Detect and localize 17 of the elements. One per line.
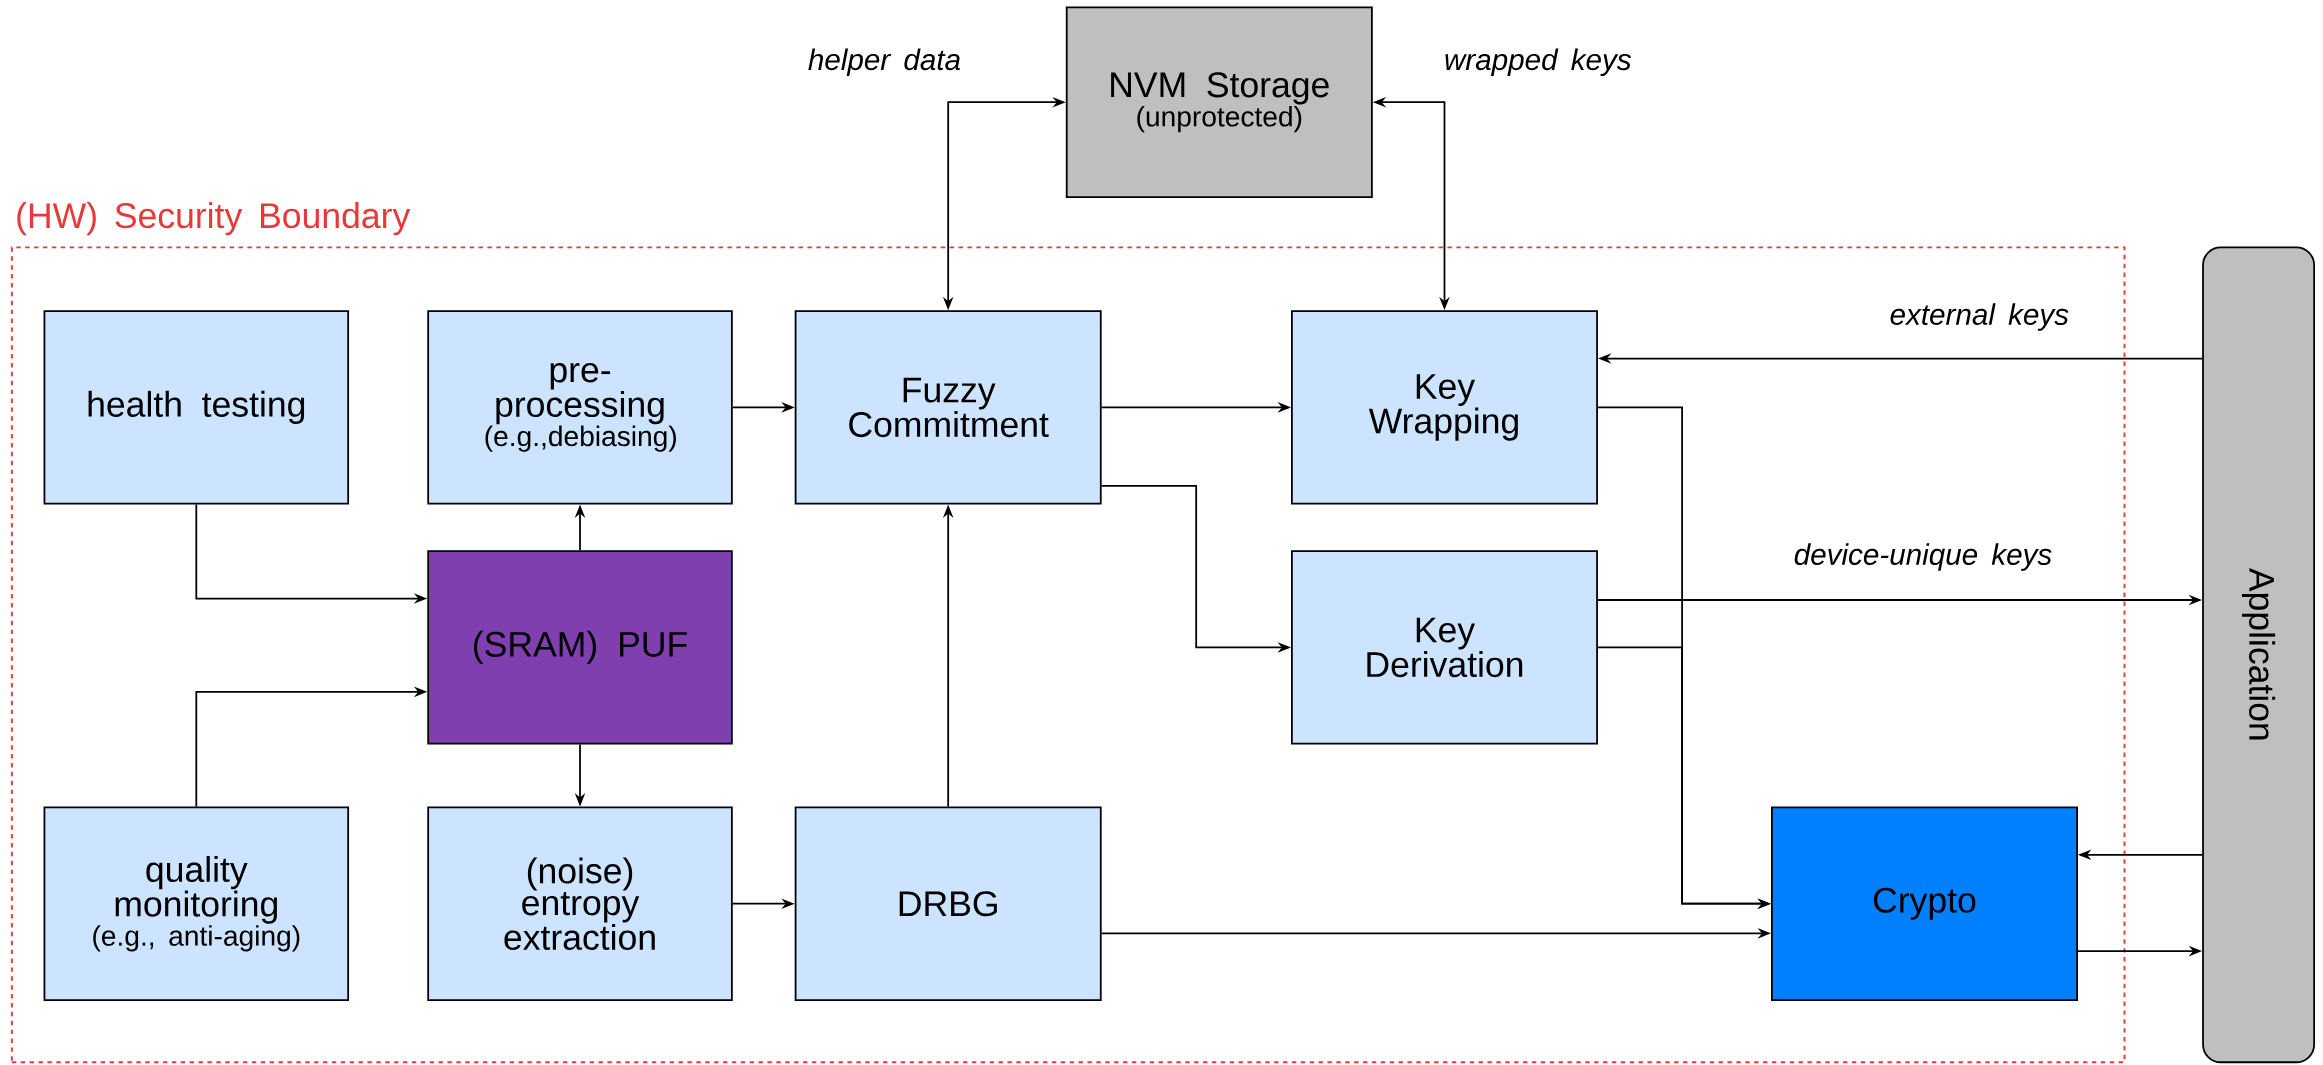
edge-label: helper data xyxy=(808,48,961,76)
process-box: quality monitoring (e.g., anti-aging) xyxy=(43,806,350,1001)
process-box: pre-processing (e.g.,debiasing) xyxy=(427,310,733,505)
edge-label: external keys xyxy=(1890,303,2069,331)
process-box: Fuzzy Commitment xyxy=(794,310,1102,505)
process-box: health testing xyxy=(43,310,350,505)
process-box: Key Derivation xyxy=(1291,550,1598,745)
edge-label: device-unique keys xyxy=(1794,543,2052,571)
process-box: DRBG xyxy=(794,806,1102,1001)
storage-box: NVM Storage (unprotected) xyxy=(1065,6,1373,198)
process-box: (noise) entropy extraction xyxy=(427,806,733,1001)
puf-box: (SRAM) PUF xyxy=(427,550,733,745)
edge-label: wrapped keys xyxy=(1445,48,1632,76)
process-box: Key Wrapping xyxy=(1291,310,1598,505)
application-bar: Application xyxy=(2202,246,2315,1064)
crypto-box: Crypto xyxy=(1771,806,2078,1001)
node-label: (HW) Security Boundary xyxy=(17,202,411,236)
